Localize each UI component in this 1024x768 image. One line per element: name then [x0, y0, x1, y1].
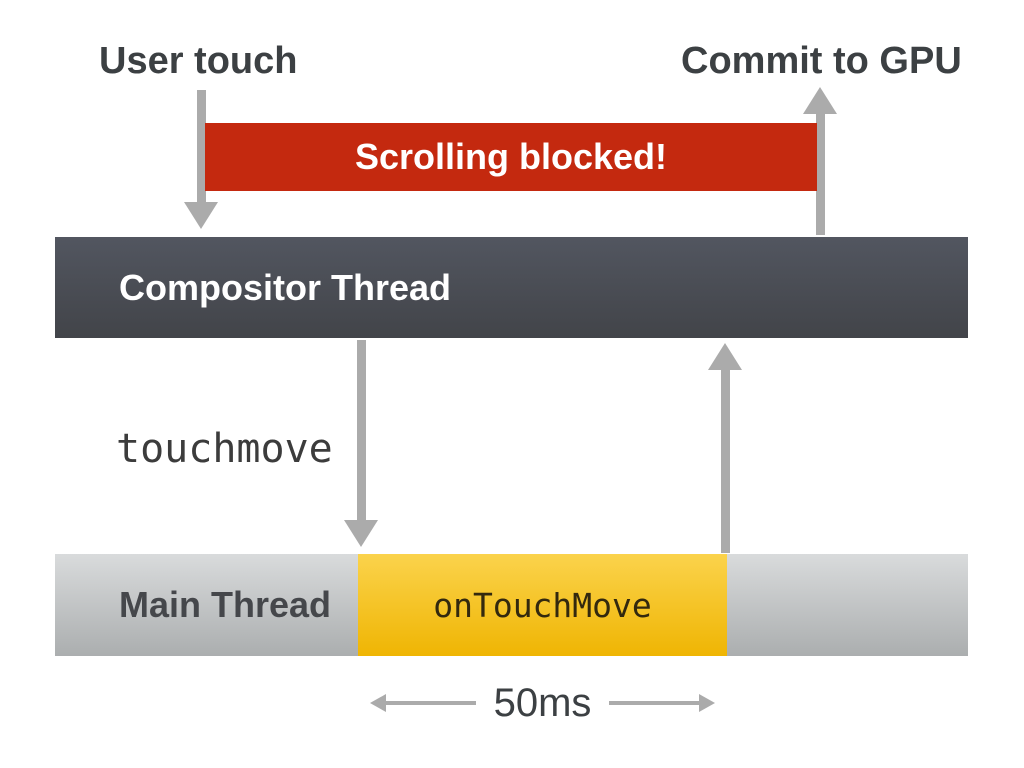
- compositor-thread-label: Compositor Thread: [119, 266, 452, 308]
- ontouchmove-label: onTouchMove: [433, 585, 652, 625]
- arrow-head: [699, 694, 716, 712]
- right-arrow-icon: [609, 694, 716, 712]
- arrow-shaft: [816, 111, 825, 235]
- arrow-head: [344, 520, 378, 547]
- commit-to-gpu-label: Commit to GPU: [681, 40, 962, 82]
- scrolling-blocked-label: Scrolling blocked!: [354, 136, 668, 177]
- arrow-head: [184, 202, 218, 229]
- arrow-head: [803, 87, 837, 114]
- main-thread-bar: Main Thread onTouchMove: [55, 554, 968, 656]
- scrolling-blocked-banner: Scrolling blocked!: [205, 123, 817, 191]
- arrow-shaft: [357, 340, 366, 522]
- duration-label: 50ms: [493, 680, 592, 725]
- main-thread-label: Main Thread: [119, 584, 332, 625]
- duration-indicator: 50ms: [358, 678, 727, 728]
- arrow-shaft: [721, 368, 730, 553]
- arrow-line: [382, 701, 476, 705]
- arrow-head: [708, 343, 742, 370]
- compositor-thread-bar: Compositor Thread: [55, 237, 968, 338]
- arrow-head: [369, 694, 386, 712]
- user-touch-label: User touch: [99, 40, 298, 82]
- arrow-line: [609, 701, 703, 705]
- left-arrow-icon: [369, 694, 476, 712]
- ontouchmove-task-block: onTouchMove: [358, 554, 727, 656]
- touchmove-event-label: touchmove: [116, 426, 333, 472]
- arrow-shaft: [197, 90, 206, 204]
